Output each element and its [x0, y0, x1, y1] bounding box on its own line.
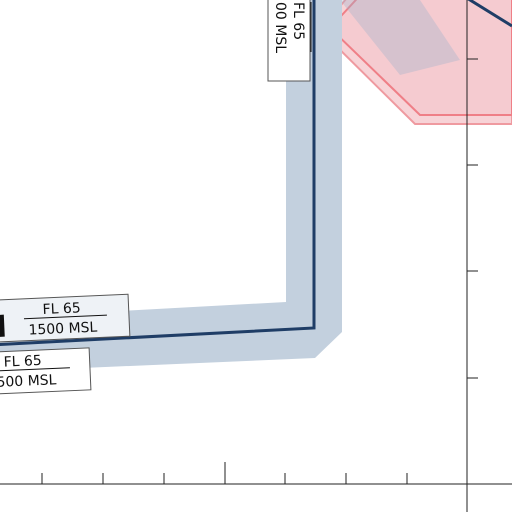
- altitude-label-lower-fl: FL 65: [3, 353, 42, 371]
- altitude-label-lower-msl: 500 MSL: [0, 372, 57, 391]
- altitude-label-lower[interactable]: FL 65 500 MSL: [0, 347, 92, 395]
- altitude-label-upper-fl: FL 65: [42, 300, 81, 318]
- altitude-label-vertical-msl: 00 MSL: [272, 2, 288, 53]
- altitude-label-vertical-fl: FL 65: [290, 2, 306, 40]
- route-line[interactable]: [0, 0, 316, 346]
- altitude-label-upper-msl: 1500 MSL: [28, 320, 98, 339]
- altitude-label-vertical[interactable]: FL 65 00 MSL: [267, 0, 312, 82]
- route-line-upper[interactable]: [462, 0, 512, 28]
- airspace-overlap-band: [340, 0, 460, 75]
- altitude-label-upper[interactable]: FL 65 1500 MSL: [0, 293, 131, 343]
